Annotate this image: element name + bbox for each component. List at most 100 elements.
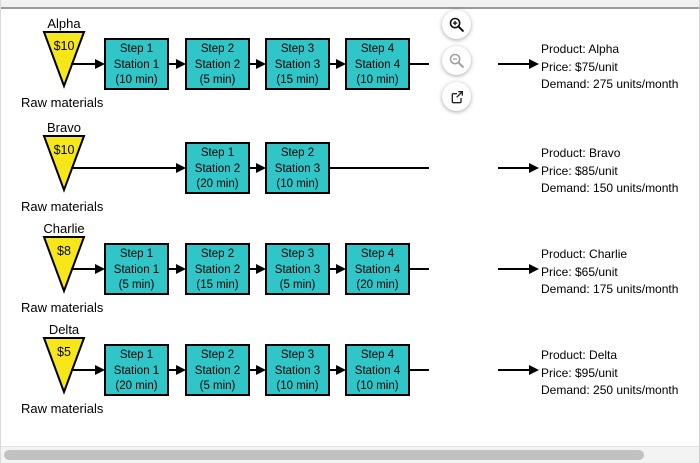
flow-arrow — [329, 264, 346, 274]
station-time: (10 min) — [356, 74, 399, 86]
zoom-out-icon — [448, 52, 465, 69]
flow-arrow — [329, 59, 346, 69]
arrowhead — [529, 264, 539, 274]
station-name: Station 4 — [354, 364, 401, 377]
station-box: Step 2 Station 2 (5 min) — [185, 38, 250, 90]
product-arrow — [498, 365, 539, 375]
zoom-in-button[interactable] — [442, 10, 471, 39]
station-name: Station 1 — [113, 364, 160, 377]
product-price: Price: $65/unit — [541, 264, 618, 279]
station-box: Step 3 Station 3 (5 min) — [265, 243, 330, 295]
station-box: Step 4 Station 4 (10 min) — [345, 344, 410, 396]
flow-line — [410, 63, 429, 65]
arrowhead — [529, 365, 539, 375]
station-step: Step 1 — [119, 43, 154, 55]
product-price: Price: $95/unit — [541, 365, 618, 380]
station-step: Step 2 — [200, 248, 235, 260]
arrowhead — [256, 264, 266, 274]
product-demand: Demand: 250 units/month — [541, 383, 679, 397]
product-info: Product: Delta Price: $95/unit Demand: 2… — [541, 347, 699, 400]
station-box: Step 1 Station 1 (10 min) — [104, 38, 169, 90]
zoom-in-icon — [448, 16, 465, 33]
flow-name-label: Bravo — [47, 120, 81, 135]
station-step: Step 3 — [280, 248, 315, 260]
station-name: Station 2 — [194, 58, 241, 71]
station-time: (10 min) — [276, 380, 319, 392]
station-box: Step 4 Station 4 (10 min) — [345, 38, 410, 90]
product-name: Product: Delta — [541, 348, 618, 362]
product-info: Product: Alpha Price: $75/unit Demand: 2… — [541, 41, 699, 94]
horizontal-scrollbar[interactable] — [1, 446, 699, 463]
station-name: Station 4 — [354, 58, 401, 71]
station-name: Station 3 — [274, 162, 321, 175]
station-time: (15 min) — [276, 74, 319, 86]
station-box: Step 3 Station 3 (10 min) — [265, 344, 330, 396]
station-time: (15 min) — [196, 279, 239, 291]
station-step: Step 3 — [280, 349, 315, 361]
flow-line — [410, 369, 429, 371]
product-name: Product: Alpha — [541, 42, 620, 56]
station-name: Station 3 — [274, 364, 321, 377]
raw-materials-triangle: $5 — [42, 337, 86, 395]
flow-arrow — [249, 59, 266, 69]
arrowhead — [529, 59, 539, 69]
station-time: (5 min) — [279, 279, 316, 291]
flow-name-label: Alpha — [47, 16, 81, 31]
station-box: Step 2 Station 2 (5 min) — [185, 344, 250, 396]
raw-materials-label: Raw materials — [21, 401, 104, 416]
station-box: Step 1 Station 2 (20 min) — [185, 142, 250, 194]
arrowhead — [256, 163, 266, 173]
product-price: Price: $75/unit — [541, 59, 618, 74]
product-info: Product: Charlie Price: $65/unit Demand:… — [541, 246, 699, 299]
flow-arrow — [168, 264, 186, 274]
arrowhead — [176, 264, 186, 274]
flow-row-alpha: Alpha $10 Raw materials Step 1 Station 1… — [1, 16, 699, 126]
arrowhead — [256, 59, 266, 69]
zoom-out-button[interactable] — [442, 46, 471, 75]
station-box: Step 4 Station 4 (20 min) — [345, 243, 410, 295]
raw-cost-label: $10 — [54, 143, 75, 157]
flow-arrow — [249, 163, 266, 173]
raw-materials-triangle: $8 — [42, 236, 86, 294]
raw-materials-label: Raw materials — [21, 95, 104, 110]
station-time: (5 min) — [199, 74, 236, 86]
arrowhead — [95, 264, 105, 274]
product-info: Product: Bravo Price: $85/unit Demand: 1… — [541, 145, 699, 198]
station-step: Step 4 — [360, 349, 395, 361]
raw-materials-triangle: $10 — [42, 135, 86, 193]
arrowhead — [336, 59, 346, 69]
flow-row-bravo: Bravo $10 Raw materials Step 1 Station 2… — [1, 120, 699, 230]
open-in-new-button[interactable] — [442, 82, 471, 111]
station-name: Station 2 — [194, 364, 241, 377]
product-demand: Demand: 175 units/month — [541, 282, 679, 296]
product-name: Product: Bravo — [541, 146, 621, 160]
arrowhead — [176, 163, 186, 173]
station-box: Step 1 Station 1 (20 min) — [104, 344, 169, 396]
flow-arrow — [329, 365, 346, 375]
station-step: Step 1 — [200, 147, 235, 159]
station-name: Station 1 — [113, 58, 160, 71]
station-step: Step 4 — [360, 43, 395, 55]
station-time: (5 min) — [199, 380, 236, 392]
product-demand: Demand: 150 units/month — [541, 181, 679, 195]
triangle-shape — [42, 337, 86, 395]
product-arrow — [498, 163, 539, 173]
flow-line — [410, 268, 429, 270]
arrowhead — [336, 264, 346, 274]
raw-materials-label: Raw materials — [21, 300, 104, 315]
triangle-shape — [42, 236, 86, 294]
station-box: Step 2 Station 2 (15 min) — [185, 243, 250, 295]
flow-row-delta: Delta $5 Raw materials Step 1 Station 1 … — [1, 322, 699, 432]
arrowhead — [95, 365, 105, 375]
arrowhead — [176, 59, 186, 69]
product-name: Product: Charlie — [541, 247, 628, 261]
station-step: Step 3 — [280, 43, 315, 55]
top-divider — [1, 0, 699, 9]
flow-arrow — [71, 365, 105, 375]
flow-arrow — [71, 163, 186, 173]
product-price: Price: $85/unit — [541, 163, 618, 178]
flow-arrow — [168, 365, 186, 375]
raw-materials-triangle: $10 — [42, 31, 86, 89]
scrollbar-thumb[interactable] — [4, 450, 644, 460]
station-name: Station 1 — [113, 263, 160, 276]
